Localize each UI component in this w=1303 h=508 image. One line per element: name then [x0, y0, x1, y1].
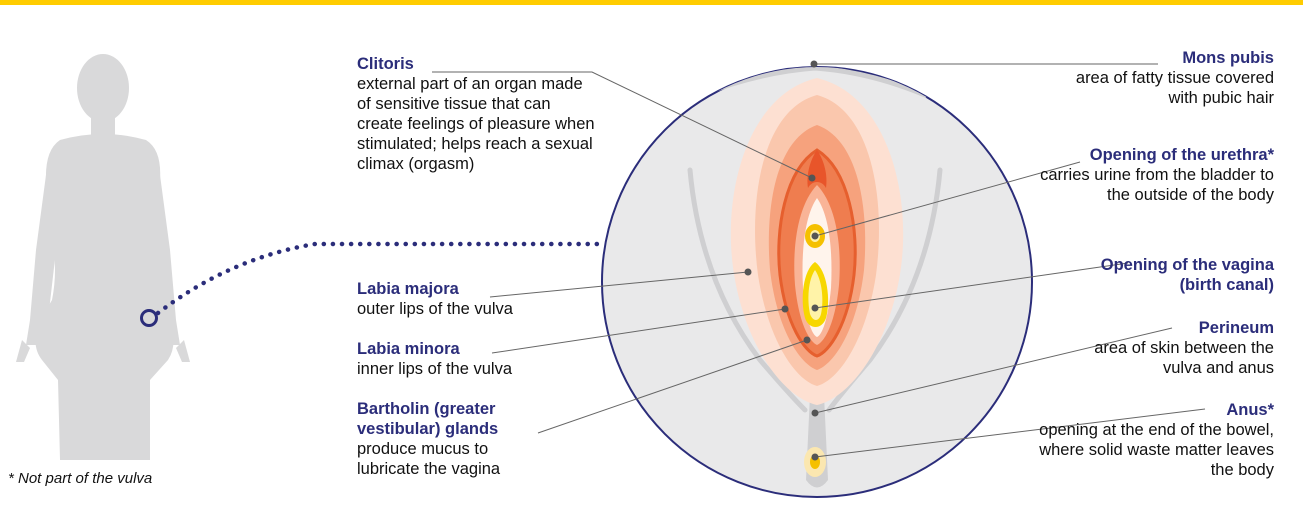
label-perineum: Perineum area of skin between the vulva … [1060, 318, 1274, 378]
label-labia-minora: Labia minora inner lips of the vulva [357, 339, 557, 379]
leader-lines [432, 63, 1206, 458]
perineum-title: Perineum [1198, 319, 1274, 337]
top-accent-bar [0, 0, 1303, 5]
bartholin-title: Bartholin (greater vestibular) glands [357, 400, 499, 438]
labia-minora-title: Labia minora [357, 340, 460, 358]
location-marker [140, 309, 158, 327]
label-clitoris: Clitoris external part of an organ made … [357, 54, 597, 174]
urethra-title: Opening of the urethra* [1089, 146, 1274, 164]
vagina-title: Opening of the vagina (birth canal) [1100, 256, 1274, 294]
dotted-connector [155, 241, 601, 316]
mons-pubis-title: Mons pubis [1182, 49, 1274, 67]
label-mons-pubis: Mons pubis area of fatty tissue covered … [1050, 48, 1274, 108]
leader-dots [744, 60, 819, 461]
footnote: * Not part of the vulva [8, 470, 153, 487]
labia-majora-desc: outer lips of the vulva [357, 300, 513, 318]
label-bartholin: Bartholin (greater vestibular) glands pr… [357, 399, 542, 479]
bartholin-desc: produce mucus to lubricate the vagina [357, 440, 501, 478]
clitoris-title: Clitoris [357, 55, 414, 73]
mons-pubis-desc: area of fatty tissue covered with pubic … [1075, 69, 1274, 107]
labia-majora-title: Labia majora [357, 280, 459, 298]
perineum-desc: area of skin between the vulva and anus [1094, 339, 1274, 377]
label-vagina: Opening of the vagina (birth canal) [1100, 255, 1274, 295]
label-urethra: Opening of the urethra* carries urine fr… [1030, 145, 1274, 205]
clitoris-desc: external part of an organ made of sensit… [357, 75, 595, 173]
anus-title: Anus* [1226, 401, 1274, 419]
body-silhouette [16, 54, 190, 460]
labia-minora-desc: inner lips of the vulva [357, 360, 513, 378]
label-anus: Anus* opening at the end of the bowel, w… [1030, 400, 1274, 480]
anus-desc: opening at the end of the bowel, where s… [1039, 421, 1274, 479]
label-labia-majora: Labia majora outer lips of the vulva [357, 279, 557, 319]
urethra-desc: carries urine from the bladder to the ou… [1040, 166, 1274, 204]
